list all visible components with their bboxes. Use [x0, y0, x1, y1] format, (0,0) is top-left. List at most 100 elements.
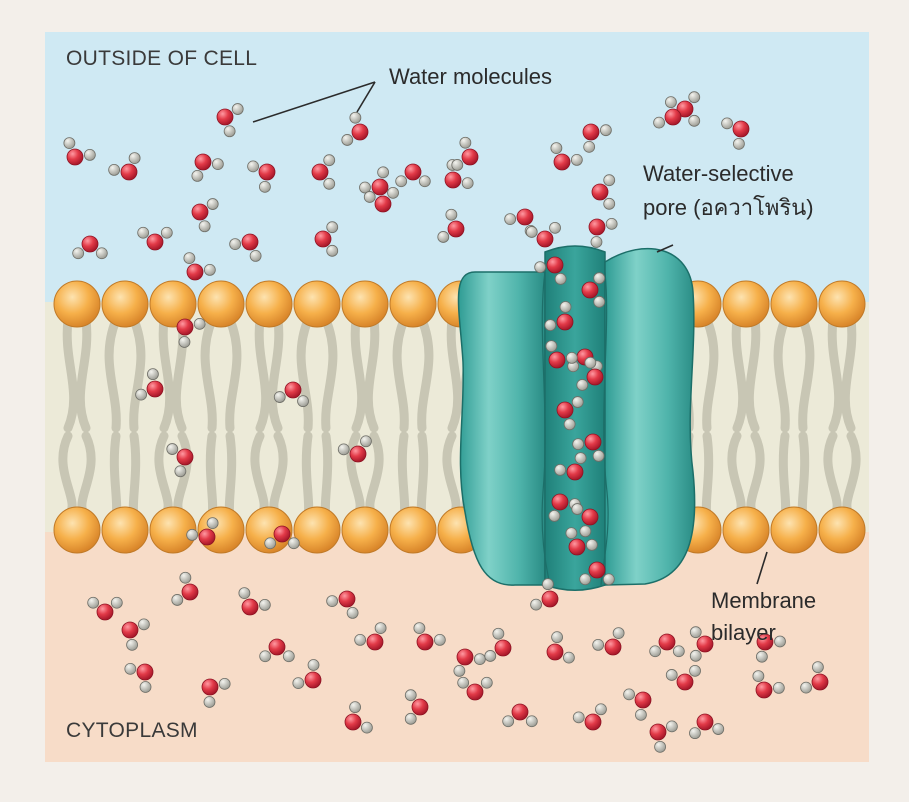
- hydrogen-atom: [109, 164, 120, 175]
- hydrogen-atom: [364, 191, 375, 202]
- hydrogen-atom: [586, 539, 597, 550]
- lipid-tail: [402, 436, 404, 516]
- lipid-head: [342, 281, 388, 327]
- hydrogen-atom: [180, 572, 191, 583]
- hydrogen-atom: [405, 690, 416, 701]
- oxygen-atom: [457, 649, 473, 665]
- lipid-tail: [114, 436, 116, 516]
- hydrogen-atom: [327, 245, 338, 256]
- oxygen-atom: [733, 121, 749, 137]
- hydrogen-atom: [288, 538, 299, 549]
- hydrogen-atom: [327, 596, 338, 607]
- hydrogen-atom: [327, 222, 338, 233]
- pore-label-line2: pore (อควาโพริน): [643, 195, 814, 220]
- oxygen-atom: [367, 634, 383, 650]
- hydrogen-atom: [603, 574, 614, 585]
- hydrogen-atom: [192, 170, 203, 181]
- hydrogen-atom: [147, 369, 158, 380]
- oxygen-atom: [557, 402, 573, 418]
- oxygen-atom: [557, 314, 573, 330]
- oxygen-atom: [467, 684, 483, 700]
- oxygen-atom: [549, 352, 565, 368]
- oxygen-atom: [812, 674, 828, 690]
- hydrogen-atom: [204, 264, 215, 275]
- hydrogen-atom: [414, 623, 425, 634]
- oxygen-atom: [182, 584, 198, 600]
- oxygen-atom: [462, 149, 478, 165]
- hydrogen-atom: [606, 218, 617, 229]
- oxygen-atom: [592, 184, 608, 200]
- lipid-head: [102, 507, 148, 553]
- hydrogen-atom: [293, 678, 304, 689]
- hydrogen-atom: [248, 161, 259, 172]
- hydrogen-atom: [526, 226, 537, 237]
- lipid-tail: [421, 436, 423, 516]
- lipid-head: [198, 281, 244, 327]
- oxygen-atom: [350, 446, 366, 462]
- oxygen-atom: [635, 692, 651, 708]
- oxygen-atom: [582, 282, 598, 298]
- hydrogen-atom: [551, 143, 562, 154]
- oxygen-atom: [583, 124, 599, 140]
- hydrogen-atom: [207, 199, 218, 210]
- hydrogen-atom: [673, 646, 684, 657]
- oxygen-atom: [137, 664, 153, 680]
- lipid-head: [723, 281, 769, 327]
- hydrogen-atom: [127, 639, 138, 650]
- oxygen-atom: [285, 382, 301, 398]
- hydrogen-atom: [360, 436, 371, 447]
- hydrogen-atom: [542, 579, 553, 590]
- lipid-head: [54, 507, 100, 553]
- oxygen-atom: [512, 704, 528, 720]
- hydrogen-atom: [604, 198, 615, 209]
- hydrogen-atom: [624, 689, 635, 700]
- oxygen-atom: [147, 381, 163, 397]
- oxygen-atom: [242, 234, 258, 250]
- oxygen-atom: [650, 724, 666, 740]
- hydrogen-atom: [555, 273, 566, 284]
- oxygen-atom: [587, 369, 603, 385]
- lipid-head: [342, 507, 388, 553]
- hydrogen-atom: [378, 167, 389, 178]
- oxygen-atom: [405, 164, 421, 180]
- hydrogen-atom: [265, 538, 276, 549]
- hydrogen-atom: [753, 671, 764, 682]
- hydrogen-atom: [338, 444, 349, 455]
- hydrogen-atom: [175, 466, 186, 477]
- hydrogen-atom: [655, 741, 666, 752]
- hydrogen-atom: [298, 396, 309, 407]
- oxygen-atom: [202, 679, 218, 695]
- hydrogen-atom: [446, 209, 457, 220]
- hydrogen-atom: [594, 273, 605, 284]
- oxygen-atom: [567, 464, 583, 480]
- hydrogen-atom: [136, 389, 147, 400]
- diagram-frame: OUTSIDE OF CELL CYTOPLASM Water molecule…: [45, 32, 869, 762]
- hydrogen-atom: [460, 137, 471, 148]
- hydrogen-atom: [388, 187, 399, 198]
- hydrogen-atom: [591, 236, 602, 247]
- lipid-tail: [133, 436, 135, 516]
- hydrogen-atom: [566, 352, 577, 363]
- pore-label-line1: Water-selective: [643, 161, 794, 186]
- oxygen-atom: [305, 672, 321, 688]
- oxygen-atom: [259, 164, 275, 180]
- hydrogen-atom: [546, 341, 557, 352]
- oxygen-atom: [542, 591, 558, 607]
- oxygen-atom: [677, 674, 693, 690]
- hydrogen-atom: [573, 712, 584, 723]
- hydrogen-atom: [593, 450, 604, 461]
- hydrogen-atom: [585, 357, 596, 368]
- hydrogen-atom: [230, 239, 241, 250]
- hydrogen-atom: [503, 716, 514, 727]
- hydrogen-atom: [564, 419, 575, 430]
- diagram-canvas: [45, 32, 869, 762]
- hydrogen-atom: [535, 262, 546, 273]
- hydrogen-atom: [260, 651, 271, 662]
- hydrogen-atom: [419, 176, 430, 187]
- hydrogen-atom: [613, 628, 624, 639]
- hydrogen-atom: [563, 652, 574, 663]
- lipid-head: [246, 281, 292, 327]
- hydrogen-atom: [88, 597, 99, 608]
- oxygen-atom: [195, 154, 211, 170]
- oxygen-atom: [199, 529, 215, 545]
